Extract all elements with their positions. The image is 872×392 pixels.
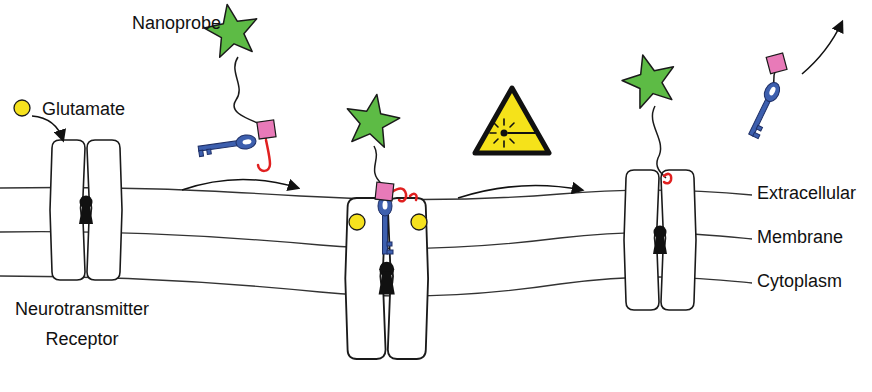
bound-receptor bbox=[342, 90, 428, 359]
released-key bbox=[745, 53, 787, 139]
part-label: Cytoplasm bbox=[757, 266, 842, 296]
receptor-symbol bbox=[50, 140, 122, 280]
part-label: Neurotransmitter Receptor bbox=[0, 294, 164, 354]
glutamate-symbol bbox=[14, 100, 30, 116]
part-label: Nanoprobe bbox=[132, 8, 221, 38]
step-arrow bbox=[182, 179, 298, 190]
released-receptor bbox=[617, 48, 696, 310]
release-arrow bbox=[802, 22, 842, 74]
binding-arrow bbox=[32, 116, 63, 140]
laser-warning-symbol bbox=[475, 88, 549, 153]
step-arrow bbox=[458, 186, 582, 199]
part-label: Glutamate bbox=[42, 94, 125, 124]
part-label: Extracellular bbox=[757, 178, 856, 208]
part-label: Membrane bbox=[757, 222, 843, 252]
